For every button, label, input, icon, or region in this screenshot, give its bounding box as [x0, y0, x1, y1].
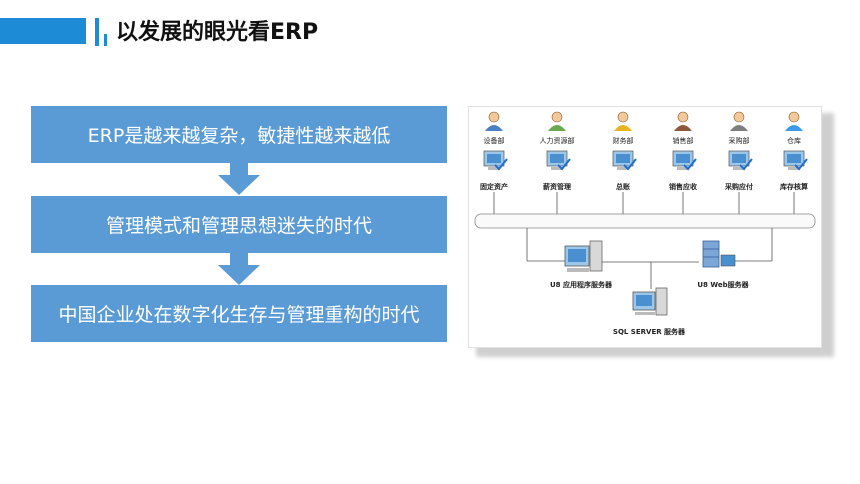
person-icon — [785, 111, 803, 131]
module-label: 薪资管理 — [543, 182, 571, 191]
client-pc-icon — [612, 150, 637, 171]
department-label: 采购部 — [729, 136, 750, 145]
flow-step-1: ERP是越来越复杂，敏捷性越来越低 — [31, 106, 447, 163]
flow-step-2: 管理模式和管理思想迷失的时代 — [31, 196, 447, 253]
title-accent-bar — [0, 18, 86, 44]
module-label: 库存核算 — [780, 182, 808, 191]
network-bus — [474, 213, 816, 229]
person-icon — [485, 111, 503, 131]
department-label: 销售部 — [673, 136, 694, 145]
app-server-label: U8 应用程序服务器 — [550, 280, 613, 289]
client-pc-icon — [783, 150, 808, 171]
person-icon — [548, 111, 566, 131]
title-accent-tick — [95, 18, 99, 46]
department-label: 人力资源部 — [540, 136, 575, 145]
erp-network-diagram: 设备部固定资产 人力资源部薪资管理 财务部总账 销售部销售应收 采购部采购应付 仓库库存核… — [468, 106, 822, 348]
department-label: 财务部 — [613, 136, 634, 145]
app-server-icon — [564, 240, 603, 272]
web-server-icon — [702, 240, 736, 268]
client-pc-icon — [728, 150, 753, 171]
module-label: 采购应付 — [724, 182, 753, 191]
sql-server-label: SQL SERVER 服务器 — [613, 327, 686, 336]
client-pc-icon — [672, 150, 697, 171]
client-pc-icon — [546, 150, 571, 171]
down-arrow-icon — [218, 253, 260, 285]
client-pc-icon — [483, 150, 508, 171]
title-accent-tick-small — [104, 34, 107, 46]
person-icon — [730, 111, 748, 131]
module-label: 销售应收 — [668, 182, 698, 191]
down-arrow-icon — [218, 163, 260, 195]
department-label: 仓库 — [787, 136, 801, 145]
sql-server-icon — [632, 287, 668, 316]
department-label: 设备部 — [484, 136, 505, 145]
flow-step-3: 中国企业处在数字化生存与管理重构的时代 — [31, 285, 447, 342]
person-icon — [674, 111, 692, 131]
page-title: 以发展的眼光看ERP — [116, 20, 319, 45]
module-label: 固定资产 — [480, 182, 508, 191]
module-label: 总账 — [616, 182, 630, 191]
person-icon — [614, 111, 632, 131]
web-server-label: U8 Web服务器 — [697, 280, 749, 289]
